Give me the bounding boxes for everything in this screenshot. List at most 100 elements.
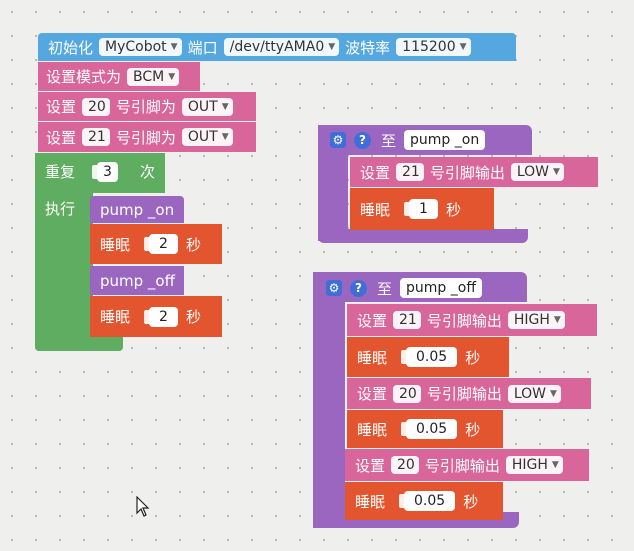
sleep-block[interactable]: 睡眠 2 秒 (90, 296, 222, 337)
setup-prefix: 设置 (46, 98, 77, 116)
set-suffix: 号引脚输出 (426, 311, 502, 330)
set-pin-output-block[interactable]: 设置 21 号引脚输出 LOW▼ (350, 157, 598, 187)
sleep-block[interactable]: 睡眠 0.05 秒 (347, 337, 509, 377)
pin-input[interactable]: 21 (393, 311, 421, 329)
function-header-row: ⚙ ? 至 pump _off (326, 277, 482, 299)
port-dropdown[interactable]: /dev/ttyAMA0▼ (223, 38, 340, 56)
dropdown-arrow-icon: ▼ (551, 460, 559, 470)
set-pin-output-block[interactable]: 设置 20 号引脚输出 HIGH▼ (345, 449, 589, 481)
pin-input[interactable]: 21 (396, 163, 424, 181)
dropdown-arrow-icon: ▼ (168, 71, 176, 82)
sleep-label: 睡眠 (100, 235, 131, 254)
function-name-input[interactable]: pump _off (400, 278, 482, 298)
setup-prefix: 设置 (46, 128, 77, 147)
times-label: 次 (140, 162, 156, 181)
function-header-row: ⚙ ? 至 pump _on (330, 129, 486, 151)
baud-label: 波特率 (345, 38, 391, 57)
level-dropdown[interactable]: LOW▼ (507, 384, 561, 403)
sleep-block[interactable]: 睡眠 2 秒 (90, 224, 222, 264)
baud-dropdown[interactable]: 115200▼ (396, 38, 471, 56)
set-mode-block[interactable]: 设置模式为 BCM▼ (38, 62, 200, 91)
function-name-input[interactable]: pump _on (404, 130, 486, 150)
sleep-unit: 秒 (463, 492, 479, 511)
sleep-value-input[interactable]: 1 (409, 199, 438, 219)
sleep-block[interactable]: 睡眠 1 秒 (350, 188, 494, 230)
sleep-value-input[interactable]: 2 (149, 234, 178, 254)
sleep-label: 睡眠 (357, 420, 388, 439)
to-label: 至 (377, 279, 393, 298)
robot-dropdown[interactable]: MyCobot▼ (99, 38, 182, 56)
set-prefix: 设置 (357, 385, 388, 403)
set-suffix: 号引脚输出 (426, 385, 502, 403)
input-socket (399, 494, 405, 508)
dropdown-arrow-icon: ▼ (550, 388, 557, 399)
init-block[interactable]: 初始化 MyCobot▼ 端口 /dev/ttyAMA0▼ 波特率 115200… (38, 33, 516, 61)
pin-input[interactable]: 20 (391, 456, 419, 474)
sleep-value-input[interactable]: 2 (149, 306, 178, 327)
set-prefix: 设置 (360, 163, 391, 182)
sleep-block[interactable]: 睡眠 0.05 秒 (347, 410, 503, 448)
level-dropdown[interactable]: HIGH▼ (507, 311, 565, 329)
call-name: pump _on (100, 200, 175, 219)
pin-input[interactable]: 20 (393, 384, 421, 403)
port-label: 端口 (187, 38, 218, 57)
function-bottom (318, 229, 528, 243)
set-pin-output-block[interactable]: 设置 20 号引脚输出 LOW▼ (347, 378, 591, 409)
pin-mode-dropdown[interactable]: OUT▼ (181, 128, 233, 146)
sleep-unit: 秒 (445, 200, 461, 219)
gear-icon[interactable]: ⚙ (326, 280, 342, 296)
mouse-pointer-icon (136, 496, 150, 517)
help-icon[interactable]: ? (350, 279, 367, 297)
sleep-value-input[interactable]: 0.05 (406, 419, 458, 439)
set-mode-label: 设置模式为 (46, 68, 122, 86)
set-pin-output-block[interactable]: 设置 21 号引脚输出 HIGH▼ (347, 304, 597, 336)
sleep-label: 睡眠 (360, 200, 391, 219)
mode-dropdown[interactable]: BCM▼ (127, 67, 180, 86)
call-pump-on-block[interactable]: pump _on (90, 196, 184, 223)
dropdown-arrow-icon: ▼ (328, 42, 336, 52)
sleep-unit: 秒 (185, 308, 201, 326)
function-side (313, 272, 345, 528)
sleep-unit: 秒 (465, 420, 481, 439)
setup-suffix: 号引脚为 (115, 128, 176, 147)
to-label: 至 (381, 131, 397, 150)
pin-mode-dropdown[interactable]: OUT▼ (181, 97, 233, 116)
level-dropdown[interactable]: LOW▼ (510, 163, 564, 181)
dropdown-arrow-icon: ▼ (221, 101, 229, 112)
repeat-label: 重复 (45, 162, 76, 181)
dropdown-arrow-icon: ▼ (553, 167, 560, 177)
pin-input[interactable]: 20 (82, 97, 110, 116)
dropdown-arrow-icon: ▼ (553, 315, 561, 325)
setup-pin-block[interactable]: 设置 20 号引脚为 OUT▼ (38, 92, 256, 121)
level-dropdown[interactable]: HIGH▼ (505, 456, 563, 474)
set-prefix: 设置 (357, 311, 388, 330)
dropdown-arrow-icon: ▼ (221, 132, 229, 142)
input-socket (404, 202, 410, 216)
sleep-label: 睡眠 (355, 492, 386, 511)
setup-suffix: 号引脚为 (115, 98, 176, 116)
sleep-unit: 秒 (185, 235, 201, 254)
input-socket (92, 165, 97, 179)
repeat-count-wrap[interactable]: 3 (92, 161, 126, 183)
sleep-value-input[interactable]: 0.05 (404, 491, 456, 511)
sleep-value-input[interactable]: 0.05 (406, 347, 458, 367)
repeat-count-input[interactable]: 3 (97, 162, 118, 182)
gear-icon[interactable]: ⚙ (330, 132, 346, 148)
set-suffix: 号引脚输出 (424, 456, 500, 475)
set-suffix: 号引脚输出 (429, 163, 505, 182)
call-pump-off-block[interactable]: pump _off (90, 266, 184, 295)
call-name: pump _off (100, 271, 175, 290)
sleep-label: 睡眠 (357, 348, 388, 367)
help-icon[interactable]: ? (354, 131, 371, 149)
input-socket (144, 237, 150, 251)
pin-input[interactable]: 21 (82, 128, 110, 146)
init-label: 初始化 (48, 38, 94, 57)
sleep-block[interactable]: 睡眠 0.05 秒 (345, 482, 503, 520)
sleep-unit: 秒 (465, 348, 481, 367)
repeat-block-bottom (35, 335, 123, 351)
dropdown-arrow-icon: ▼ (459, 42, 467, 52)
input-socket (401, 350, 407, 364)
setup-pin-block[interactable]: 设置 21 号引脚为 OUT▼ (38, 122, 256, 152)
input-socket (144, 309, 150, 324)
input-socket (401, 422, 407, 436)
